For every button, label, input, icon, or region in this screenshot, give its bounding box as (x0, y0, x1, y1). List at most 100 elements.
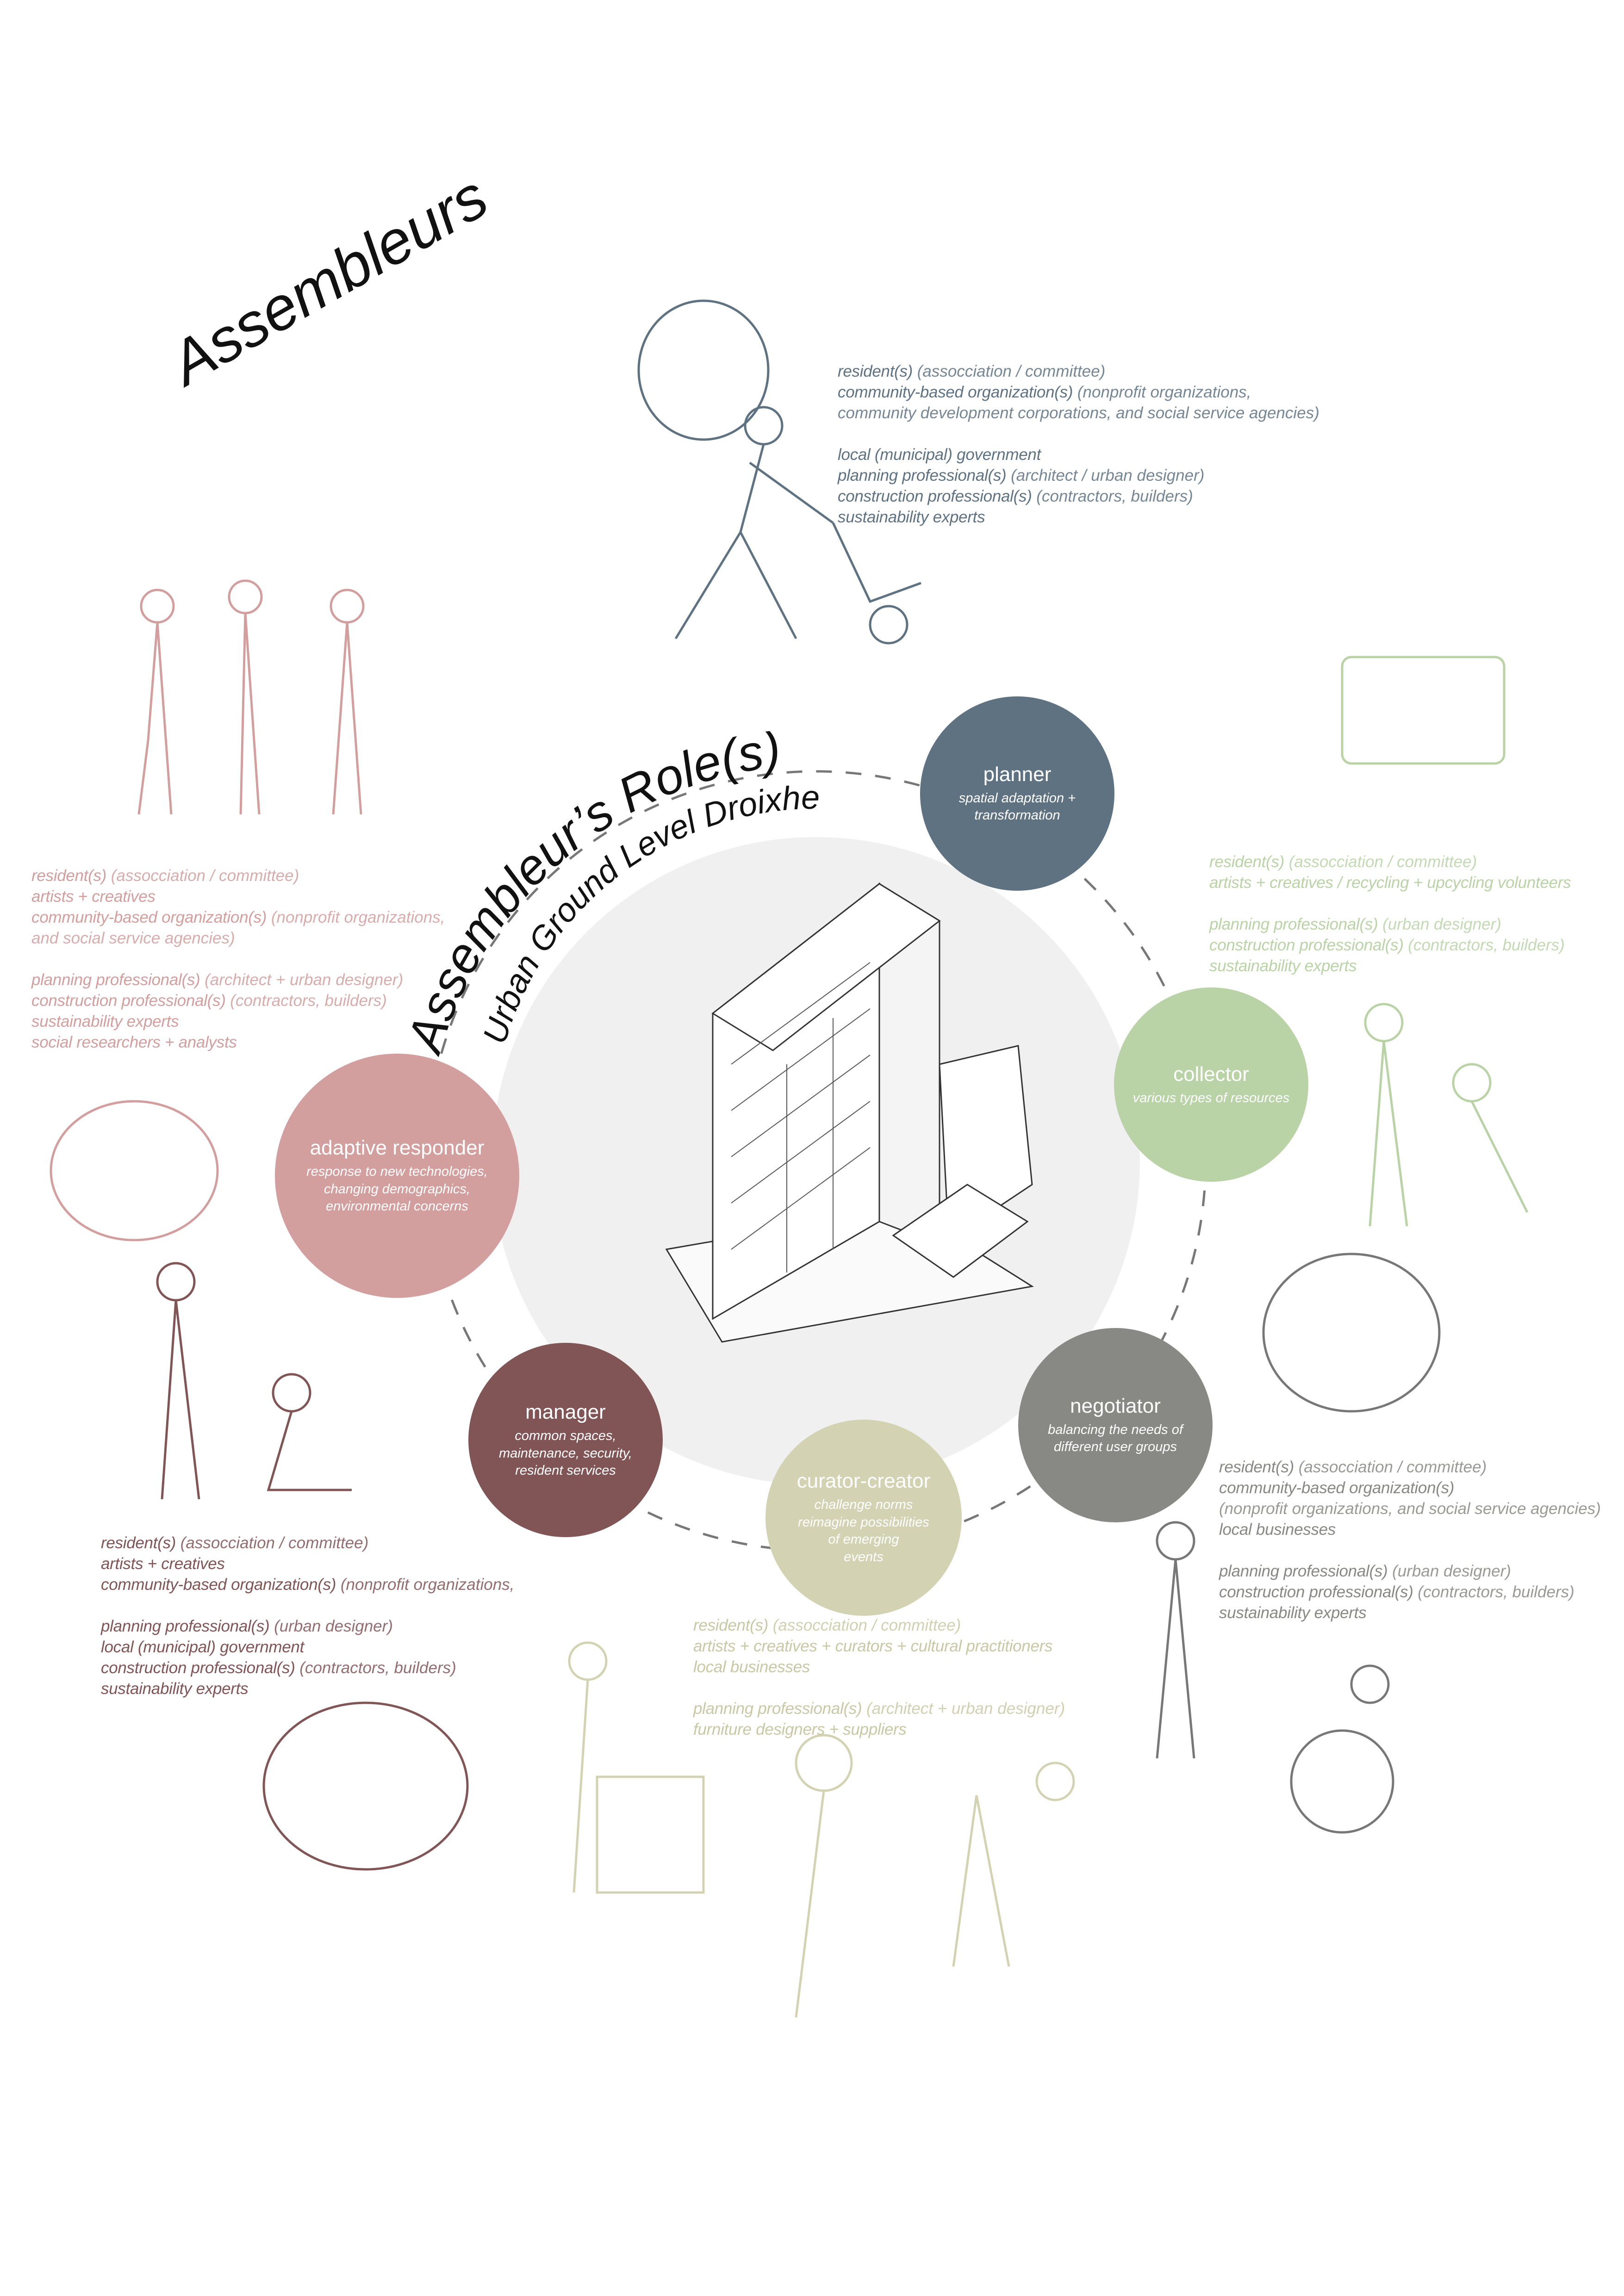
role-description-line: balancing the needs of (1048, 1422, 1183, 1437)
stakeholder-name: artists + creatives (101, 1555, 225, 1573)
stakeholders-negotiator: resident(s) (assocciation / committee) co… (1219, 1457, 1601, 1623)
group-spacer (31, 949, 445, 969)
role-description-line: resident services (515, 1463, 616, 1478)
stakeholder-name: furniture designers + suppliers (693, 1720, 907, 1738)
stakeholder-line: planning professional(s) (architect + ur… (693, 1698, 1065, 1719)
stakeholder-detail: (nonprofit organizations, (336, 1576, 515, 1594)
stakeholders-adaptive-responder: resident(s) (assocciation / committee)ar… (31, 865, 445, 1053)
stakeholder-name: local (municipal) government (838, 446, 1041, 464)
stakeholder-detail: (contractors, builders) (295, 1659, 456, 1677)
stakeholder-name: community-based organization(s) (1219, 1479, 1455, 1497)
stakeholder-line: planning professional(s) (urban designer… (101, 1616, 514, 1637)
stakeholder-line: community-based organization(s) (nonprof… (101, 1574, 514, 1595)
stakeholder-line: construction professional(s) (contractor… (101, 1657, 514, 1678)
role-description: spatial adaptation +transformation (959, 790, 1076, 825)
stakeholder-line: resident(s) (assocciation / committee) (31, 865, 445, 886)
stakeholder-detail: (contractors, builders) (1403, 936, 1565, 954)
role-description-line: various types of resources (1132, 1090, 1290, 1105)
stakeholder-name: artists + creatives + curators + cultura… (693, 1637, 1053, 1655)
stakeholder-detail: (assocciation / committee) (176, 1534, 369, 1552)
role-description: common spaces, maintenance, security, resi… (499, 1427, 632, 1480)
stakeholder-line: planning professional(s) (urban designer… (1219, 1561, 1601, 1582)
stakeholder-line: local businesses (693, 1657, 1065, 1677)
role-adaptive-responder[interactable]: adaptive responder response to new techno… (275, 1054, 519, 1298)
role-name: collector (1173, 1062, 1249, 1086)
role-name: curator-creator (796, 1470, 931, 1493)
stakeholder-detail: (assocciation / committee) (1294, 1458, 1487, 1476)
stakeholder-name: resident(s) (838, 362, 913, 380)
stakeholder-line: resident(s) (assocciation / committee) (838, 361, 1319, 382)
stakeholder-line: construction professional(s) (contractor… (1219, 1582, 1601, 1602)
stakeholder-detail: (architect + urban designer) (862, 1700, 1065, 1718)
stakeholder-name: sustainability experts (1209, 957, 1357, 975)
stakeholder-line: sustainability experts (1209, 956, 1571, 976)
stakeholder-name: sustainability experts (838, 508, 985, 526)
stakeholder-line: planning professional(s) (architect / ur… (838, 465, 1319, 486)
stakeholder-line: artists + creatives / recycling + upcycl… (1209, 872, 1571, 893)
stakeholder-detail: (urban designer) (269, 1617, 393, 1635)
stakeholder-name: resident(s) (101, 1534, 176, 1552)
stakeholder-name: resident(s) (31, 867, 107, 885)
stakeholder-name: construction professional(s) (838, 487, 1032, 505)
stakeholder-detail: (urban designer) (1378, 915, 1501, 933)
role-planner[interactable]: planner spatial adaptation +transformatio… (920, 696, 1114, 891)
stakeholder-line: artists + creatives + curators + cultura… (693, 1636, 1065, 1657)
stakeholder-detail: (contractors, builders) (1032, 487, 1193, 505)
stakeholder-line: construction professional(s) (contractor… (838, 486, 1319, 507)
stakeholder-name: planning professional(s) (1209, 915, 1378, 933)
role-description: various types of resources (1133, 1090, 1289, 1107)
stakeholder-name: artists + creatives / recycling + upcycl… (1209, 874, 1571, 892)
stakeholder-name: construction professional(s) (1219, 1583, 1413, 1601)
stakeholder-name: local (municipal) government (101, 1638, 305, 1656)
stakeholder-name: planning professional(s) (838, 466, 1007, 484)
role-collector[interactable]: collector various types of resources (1114, 987, 1308, 1182)
stakeholder-line: sustainability experts (101, 1678, 514, 1699)
stakeholder-name: sustainability experts (101, 1680, 249, 1698)
stakeholder-line: resident(s) (assocciation / committee) (101, 1533, 514, 1553)
stakeholder-detail: (urban designer) (1388, 1562, 1511, 1580)
stakeholder-detail: (contractors, builders) (1413, 1583, 1574, 1601)
stakeholder-name: sustainability experts (31, 1012, 179, 1030)
group-spacer (101, 1595, 514, 1616)
stakeholder-line: sustainability experts (1219, 1602, 1601, 1623)
stakeholder-line: construction professional(s) (contractor… (31, 990, 445, 1011)
stakeholder-detail: (assocciation / committee) (768, 1616, 961, 1634)
stakeholder-line: community-based organization(s) (nonprof… (31, 907, 445, 928)
stakeholder-name: sustainability experts (1219, 1604, 1367, 1622)
stakeholder-name: construction professional(s) (31, 992, 226, 1010)
stakeholder-line: planning professional(s) (architect + ur… (31, 969, 445, 990)
stakeholder-detail: (assocciation / committee) (1284, 853, 1477, 871)
stakeholders-planner: resident(s) (assocciation / committee)co… (838, 361, 1319, 527)
role-name: manager (525, 1401, 606, 1424)
people-illustration-adaptive (50, 579, 365, 1241)
people-illustration-manager (156, 1262, 469, 1871)
role-description-line: of emerging (828, 1532, 899, 1547)
stakeholder-name: community-based organization(s) (31, 908, 267, 926)
stakeholder-line: construction professional(s) (contractor… (1209, 935, 1571, 956)
role-description-line: environmental concerns (326, 1199, 468, 1214)
stakeholders-manager: resident(s) (assocciation / committee) ar… (101, 1533, 514, 1699)
stakeholder-name: community-based organization(s) (838, 383, 1073, 401)
stakeholders-curator-creator: resident(s) (assocciation / committee)ar… (693, 1615, 1065, 1740)
role-description-line: different user groups (1054, 1440, 1177, 1455)
role-description-line: maintenance, security, (499, 1446, 632, 1461)
stakeholders-collector: resident(s) (assocciation / committee)ar… (1209, 851, 1571, 976)
group-spacer (1219, 1540, 1601, 1561)
stakeholder-detail: (assocciation / committee) (913, 362, 1106, 380)
group-spacer (838, 423, 1319, 444)
stakeholder-detail: (architect + urban designer) (200, 971, 404, 989)
stakeholder-detail: community development corporations, and … (838, 404, 1319, 422)
stakeholder-line: planning professional(s) (urban designer… (1209, 914, 1571, 935)
role-manager[interactable]: manager common spaces, maintenance, securi… (468, 1343, 663, 1537)
stakeholder-line: artists + creatives (31, 886, 445, 907)
role-description-line: response to new technologies, (306, 1164, 488, 1179)
stakeholder-line: resident(s) (assocciation / committee) (1219, 1457, 1601, 1477)
role-description-line: common spaces, (515, 1428, 616, 1443)
role-name: adaptive responder (310, 1136, 485, 1160)
role-name: planner (983, 763, 1052, 786)
role-description: response to new technologies,changing de… (306, 1163, 488, 1216)
